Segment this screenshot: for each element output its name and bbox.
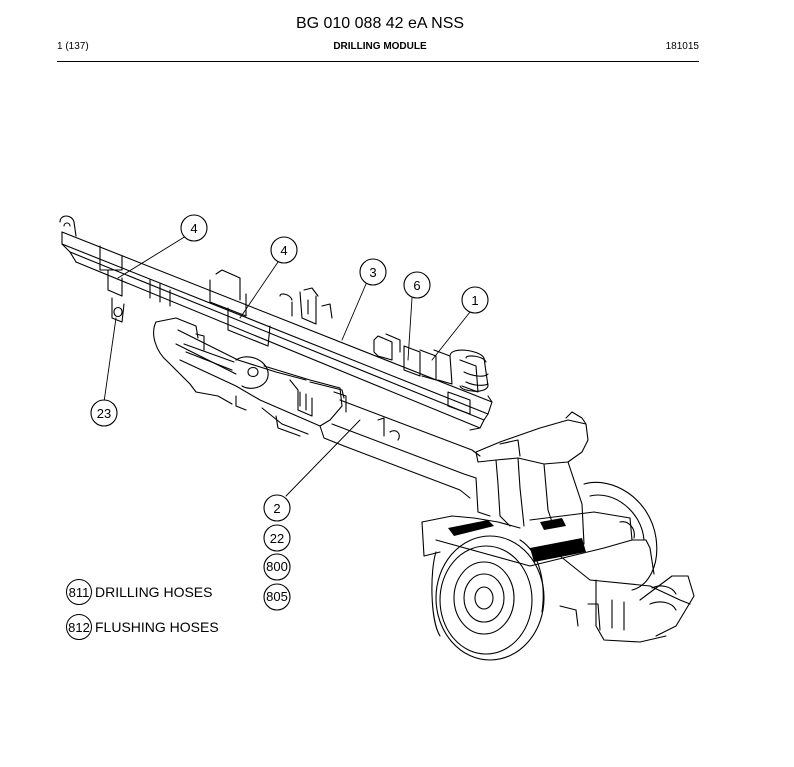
callout-label: 3 — [369, 265, 376, 280]
front-wheel — [431, 535, 545, 661]
section-title: DRILLING MODULE — [333, 41, 427, 52]
legend-item-drilling-hoses: 811 DRILLING HOSES — [66, 579, 212, 605]
document-date: 181015 — [665, 41, 699, 52]
leader-lines — [103, 235, 471, 497]
feed-cylinder — [183, 333, 235, 371]
legend-label: DRILLING HOSES — [95, 584, 213, 600]
callout-circle — [263, 583, 291, 611]
callout-label: 805 — [266, 589, 288, 604]
page-number: 1 (137) — [57, 41, 89, 52]
callout-label: 800 — [266, 559, 288, 574]
feed-beam — [59, 215, 493, 431]
rear-wheel — [583, 481, 658, 591]
legend-code: 812 — [66, 614, 92, 640]
callout-circle — [359, 258, 387, 286]
callout-label: 1 — [471, 293, 478, 308]
callout-circle — [263, 524, 291, 552]
callout-circle — [263, 494, 291, 522]
callout-label: 4 — [280, 243, 287, 258]
step-pads — [448, 518, 586, 562]
callout-label: 23 — [97, 406, 111, 421]
legend-label: FLUSHING HOSES — [95, 619, 219, 635]
callout-circle — [180, 214, 208, 242]
header-divider — [57, 61, 699, 62]
callout-circle — [461, 286, 489, 314]
carrier-chassis — [421, 411, 695, 643]
legend-code: 811 — [66, 579, 92, 605]
callout-label: 2 — [273, 501, 280, 516]
legend-item-flushing-hoses: 812 FLUSHING HOSES — [66, 614, 219, 640]
boom-arm — [153, 317, 481, 499]
callout-circle — [90, 399, 118, 427]
callout-label: 6 — [413, 278, 420, 293]
document-title: BG 010 088 42 eA NSS — [295, 15, 465, 32]
callout-group: 4 4 3 6 1 23 2 22 800 805 — [90, 214, 489, 611]
callout-circle — [270, 236, 298, 264]
callout-label: 4 — [190, 221, 197, 236]
callout-circle — [403, 271, 431, 299]
callout-label: 22 — [270, 531, 284, 546]
callout-circle — [263, 553, 291, 581]
